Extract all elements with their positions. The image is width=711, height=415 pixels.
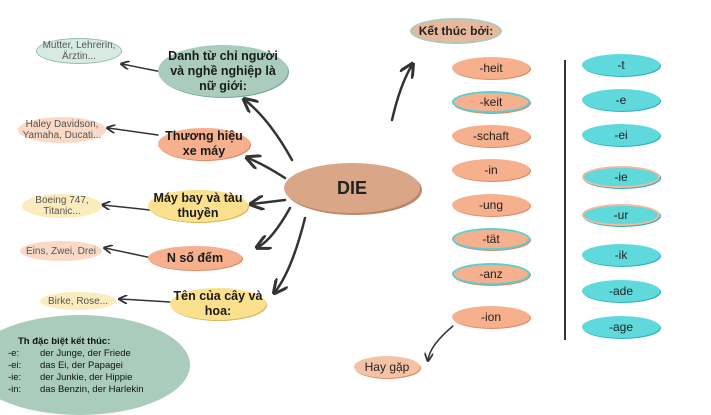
- example-node: Haley Davidson, Yamaha, Ducati...: [18, 117, 106, 143]
- example-node: Boeing 747, Titanic...: [22, 194, 102, 218]
- ending-node: -ur: [582, 204, 660, 226]
- category-node-trees-flowers: Tên của cây và hoa:: [170, 288, 266, 320]
- category-label: Thương hiệu xe máy: [165, 129, 243, 158]
- ending-node: -in: [452, 159, 530, 181]
- ending-label: -ade: [608, 284, 634, 298]
- example-node: Mutter, Lehrerin, Ärztin...: [36, 38, 122, 64]
- common-node: Hay gặp: [354, 356, 420, 378]
- ending-label: -ei: [614, 128, 628, 142]
- special-note-row: -in: das Benzin, der Harlekin: [8, 384, 144, 396]
- special-note: Th đặc biệt kết thúc: -e: der Junge, der…: [8, 336, 144, 396]
- special-suffix: -e:: [8, 348, 20, 359]
- ending-label: -e: [615, 93, 627, 107]
- special-words: das Benzin, der Harlekin: [40, 384, 144, 395]
- ending-node: -ie: [582, 166, 660, 188]
- ending-label: -t: [617, 58, 625, 72]
- example-text: Haley Davidson, Yamaha, Ducati...: [22, 119, 102, 141]
- ending-label: -ik: [614, 248, 628, 262]
- example-text: Boeing 747, Titanic...: [35, 195, 89, 217]
- example-text: Eins, Zwei, Drei: [25, 245, 96, 257]
- category-label: Máy bay và tàu thuyền: [153, 191, 243, 220]
- special-note-row: -ei: das Ei, der Papagei: [8, 360, 144, 372]
- ending-label: -ung: [478, 198, 504, 212]
- special-note-row: -ie: der Junkie, der Hippie: [8, 372, 144, 384]
- category-node-motorbike-brands: Thương hiệu xe máy: [158, 128, 250, 160]
- endings-title-node: Kết thúc bởi:: [410, 18, 502, 44]
- example-node: Eins, Zwei, Drei: [20, 241, 102, 261]
- special-words: der Junge, der Friede: [40, 348, 131, 359]
- ending-label: -ie: [614, 170, 628, 184]
- special-note-row: -e: der Junge, der Friede: [8, 348, 144, 360]
- ending-node: -anz: [452, 263, 530, 285]
- common-label: Hay gặp: [364, 360, 410, 374]
- ending-node: -t: [582, 54, 660, 76]
- ending-node: -ung: [452, 194, 530, 216]
- category-label: Danh từ chỉ người và nghề nghiệp là nữ g…: [168, 48, 278, 93]
- ending-node: -keit: [452, 91, 530, 113]
- category-node-numerals: N số đếm: [148, 246, 242, 270]
- special-note-blob: [0, 315, 190, 415]
- ending-label: -age: [608, 320, 634, 334]
- special-words: das Ei, der Papagei: [40, 360, 123, 371]
- ending-node: -e: [582, 89, 660, 111]
- endings-title: Kết thúc bởi:: [418, 24, 494, 38]
- ending-node: -ade: [582, 280, 660, 302]
- center-label: DIE: [336, 177, 367, 198]
- category-label: Tên của cây và hoa:: [173, 289, 263, 318]
- ending-label: -in: [484, 163, 498, 177]
- ending-label: -ur: [613, 208, 629, 222]
- ending-node: -heit: [452, 57, 530, 79]
- ending-node: -ei: [582, 124, 660, 146]
- ending-node: -ik: [582, 244, 660, 266]
- ending-label: -tät: [482, 232, 500, 246]
- special-suffix: -ei:: [8, 360, 22, 371]
- ending-label: -ion: [480, 310, 501, 324]
- special-suffix: -in:: [8, 384, 22, 395]
- example-node: Birke, Rose...: [40, 292, 116, 310]
- ending-node: -age: [582, 316, 660, 338]
- ending-label: -anz: [479, 267, 503, 281]
- ending-label: -keit: [479, 95, 503, 109]
- example-text: Birke, Rose...: [47, 295, 109, 307]
- special-suffix: -ie:: [8, 372, 22, 383]
- connector-arrows: [0, 0, 566, 400]
- category-node-planes-ships: Máy bay và tàu thuyền: [148, 190, 248, 222]
- ending-node: -tät: [452, 228, 530, 250]
- category-node-female-persons: Danh từ chỉ người và nghề nghiệp là nữ g…: [158, 45, 288, 97]
- center-node: DIE: [284, 163, 420, 213]
- special-words: der Junkie, der Hippie: [40, 372, 133, 383]
- category-label: N số đếm: [166, 250, 224, 265]
- ending-node: -schaft: [452, 125, 530, 147]
- special-note-title: Th đặc biệt kết thúc:: [18, 336, 111, 347]
- example-text: Mutter, Lehrerin, Ärztin...: [42, 40, 116, 62]
- ending-label: -heit: [479, 61, 503, 75]
- ending-label: -schaft: [472, 129, 509, 143]
- ending-node: -ion: [452, 306, 530, 328]
